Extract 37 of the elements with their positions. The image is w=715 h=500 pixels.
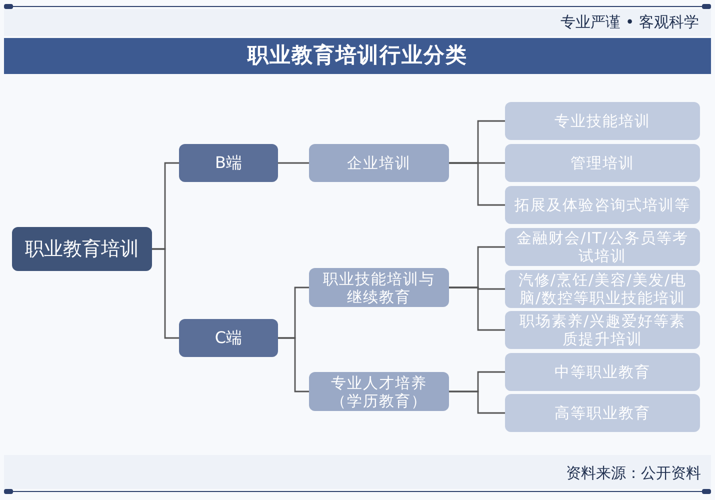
node-label: 中等职业教育: [554, 363, 650, 381]
source-note: 资料来源：公开资料: [566, 463, 701, 484]
item-box: [505, 228, 700, 266]
node-label: C端: [214, 328, 242, 348]
item-box: [505, 144, 700, 182]
item-box: [505, 353, 700, 391]
title: 职业教育培训行业分类: [248, 42, 468, 70]
item-box: [505, 394, 700, 432]
node-label: 专业技能培训: [554, 112, 650, 130]
category-box: [179, 144, 278, 182]
node-label: 拓展及体验咨询式培训等: [514, 196, 690, 214]
node-label: 管理培训: [570, 154, 634, 172]
connector-line: [278, 162, 309, 164]
item-box: [505, 186, 700, 224]
subcategory-box: [309, 372, 449, 411]
connector-line: [449, 390, 505, 414]
node-label: 金融财会/IT/公务员等考试培训: [516, 229, 690, 265]
item-box: [505, 270, 700, 308]
node-label: 汽修/烹饪/美容/美发/电脑/数控等职业技能培训: [517, 271, 688, 307]
node-label: B端: [215, 153, 242, 173]
connector-line: [449, 162, 505, 206]
item-box: [505, 102, 700, 140]
connector-line: [152, 248, 179, 339]
node-label: 职业技能培训与继续教育: [322, 270, 436, 306]
node-label: 专业人才培养（学历教育）: [330, 374, 428, 410]
connector-line: [278, 337, 309, 392]
node-label: 企业培训: [347, 154, 411, 172]
node-label: 职业教育培训: [25, 238, 139, 260]
category-box: [179, 319, 278, 357]
subcategory-box: [309, 268, 449, 307]
connector-line: [449, 286, 505, 331]
subcategory-box: [309, 144, 449, 182]
node-label: 高等职业教育: [554, 404, 650, 422]
node-label: 职场素养/兴趣爱好等素质提升培训: [518, 312, 687, 348]
item-box: [505, 311, 700, 349]
slogan-text: 专业严谨 • 客观科学: [560, 12, 699, 33]
root-box: [12, 227, 152, 271]
